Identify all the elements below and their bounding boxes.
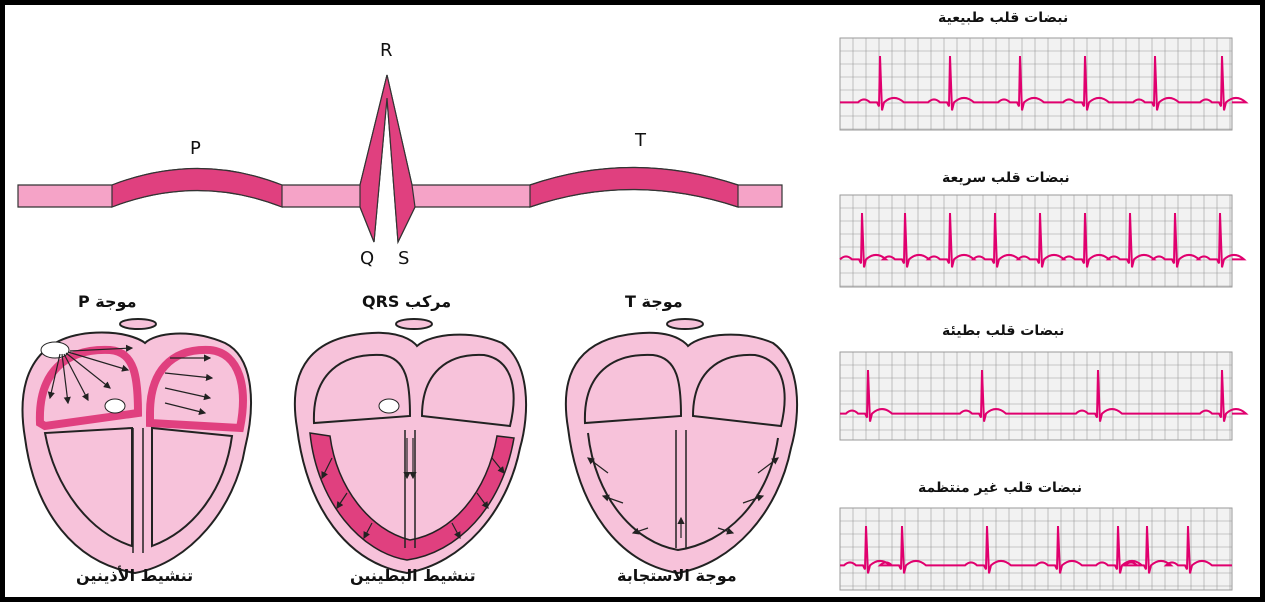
strip-normal xyxy=(840,38,1246,130)
heart-atrial-title: موجة P xyxy=(78,292,136,311)
t-wave-segment xyxy=(530,168,738,208)
strip-irregular xyxy=(840,508,1232,590)
s-wave-label: S xyxy=(398,248,409,269)
heart-atrial-caption: تنشيط الأذينين xyxy=(76,566,193,585)
heart-repolarization-caption: موجة الاستجابة xyxy=(617,566,737,585)
heart-ventricular-activation xyxy=(295,319,526,573)
p-wave-label: P xyxy=(190,138,201,159)
p-wave-segment xyxy=(112,169,282,208)
heart-atrial-activation xyxy=(23,319,251,573)
heart-ventricular-caption: تنشيط البطينين xyxy=(350,566,476,585)
qrs-complex xyxy=(360,75,415,242)
t-wave-label: T xyxy=(635,130,646,151)
heart-ventricular-title: مركب QRS xyxy=(362,292,451,311)
strip-fast-title: نبضات قلب سريعة xyxy=(942,170,1070,186)
heart-repolarization xyxy=(566,319,797,573)
strip-irregular-grid xyxy=(840,508,1232,590)
strip-slow-title: نبضات قلب بطيئة xyxy=(942,323,1064,339)
strip-normal-title: نبضات قلب طبيعية xyxy=(938,10,1068,26)
heart-repolarization-title: موجة T xyxy=(625,292,683,311)
strip-slow xyxy=(840,352,1246,440)
q-wave-label: Q xyxy=(360,248,374,269)
strip-irregular-title: نبضات قلب غير منتظمة xyxy=(918,480,1082,496)
r-wave-label: R xyxy=(380,40,393,61)
ecg-waveform xyxy=(18,75,782,242)
strip-fast xyxy=(840,195,1244,287)
